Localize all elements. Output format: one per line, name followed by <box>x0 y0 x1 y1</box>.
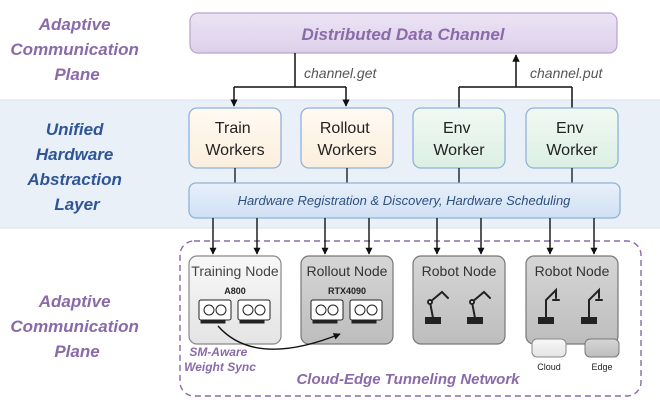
worker-env-1: Env Worker <box>412 107 506 169</box>
weight-sync-label: SM-Aware Weight Sync <box>184 345 256 374</box>
gpu-icon <box>237 299 271 324</box>
node-training-chip: A800 <box>224 286 246 296</box>
legend-edge-swatch <box>584 338 620 358</box>
network-boundary <box>179 240 642 397</box>
gpu-icon <box>310 299 344 324</box>
node-rollout: Rollout Node RTX4090 <box>300 255 394 345</box>
channel-get-label: channel.get <box>304 65 378 81</box>
hardware-scheduling-label: Hardware Registration & Discovery, Hardw… <box>238 193 572 208</box>
channel-put-label: channel.put <box>530 65 604 81</box>
svg-text:Rollout Workers: Rollout Workers <box>317 120 376 159</box>
legend-cloud-label: Cloud <box>537 362 561 372</box>
node-robot-2: Robot Node <box>525 255 619 345</box>
hardware-scheduling-bar <box>188 182 621 219</box>
data-channel-box <box>189 12 618 54</box>
legend-cloud-swatch <box>531 338 567 358</box>
worker-bar-connectors <box>234 168 573 183</box>
worker-rollout: Rollout Workers <box>300 107 394 169</box>
node-robot-1: Robot Node <box>412 255 506 345</box>
weight-sync-arrow <box>217 325 341 350</box>
layer-label-middle: Unified Hardware Abstraction Layer <box>26 120 126 214</box>
robot-arm-icon <box>425 290 449 324</box>
node-robot-2-title: Robot Node <box>535 263 610 279</box>
channel-get-arrows <box>230 53 350 107</box>
node-rollout-chip: RTX4090 <box>328 286 366 296</box>
svg-text:Env Worker: Env Worker <box>433 120 485 159</box>
channel-put-arrows <box>458 54 573 108</box>
data-channel-title: Distributed Data Channel <box>301 25 505 44</box>
node-rollout-title: Rollout Node <box>307 263 388 279</box>
robot-arm-icon <box>467 290 491 324</box>
gpu-icon <box>349 299 383 324</box>
node-robot-1-title: Robot Node <box>422 263 497 279</box>
legend-edge-label: Edge <box>591 362 612 372</box>
network-label: Cloud-Edge Tunneling Network <box>296 371 520 388</box>
legend: Cloud Edge <box>531 338 620 372</box>
gpu-icon <box>198 299 232 324</box>
layer-label-top: Adaptive Communication Plane <box>10 15 143 84</box>
node-training: Training Node A800 <box>188 255 282 345</box>
layer-label-bottom: Adaptive Communication Plane <box>10 292 143 361</box>
svg-text:Env Worker: Env Worker <box>546 120 598 159</box>
worker-train: Train Workers <box>188 107 282 169</box>
worker-env-2: Env Worker <box>525 107 619 169</box>
robot-arm-icon <box>581 287 603 324</box>
node-training-title: Training Node <box>191 263 279 279</box>
bar-node-arrows <box>209 218 598 255</box>
svg-text:Train Workers: Train Workers <box>205 120 264 159</box>
robot-arm-icon <box>538 287 560 324</box>
